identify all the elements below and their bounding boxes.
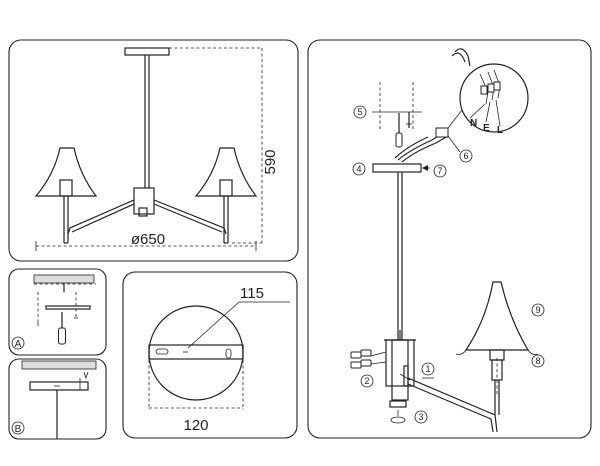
callout-1 — [421, 362, 435, 376]
left-shade — [34, 147, 98, 197]
central-hub — [133, 187, 155, 215]
magnifier-circle — [459, 63, 529, 133]
screw-set — [350, 349, 387, 369]
wire-bundle — [397, 131, 446, 161]
svg-text:8: 8 — [535, 356, 540, 366]
height-label: 590 — [262, 149, 279, 174]
wire-l-label: L — [497, 125, 503, 136]
lamp-arm — [407, 377, 498, 433]
overview-frame — [8, 39, 299, 262]
end-cap — [389, 400, 407, 408]
svg-text:4: 4 — [356, 164, 361, 174]
callout-6 — [459, 149, 473, 163]
step-b-badge — [11, 421, 25, 435]
bracket-slot-left — [155, 348, 169, 355]
callout-5 — [353, 105, 367, 119]
mounting-plate — [45, 305, 91, 310]
assembly-frame — [307, 39, 592, 439]
hub-body — [391, 339, 409, 401]
canopy — [124, 47, 170, 56]
arrow-icon — [83, 371, 89, 380]
mount-step-a-panel: A — [8, 268, 107, 356]
ceiling — [33, 274, 95, 284]
wire-e-label: E — [483, 123, 490, 134]
step-a-badge — [11, 336, 25, 350]
plate-detail-frame — [122, 271, 298, 439]
svg-text:3: 3 — [418, 412, 423, 422]
plate-top-label: 115 — [240, 285, 264, 302]
screwdriver-icon — [395, 122, 403, 148]
plate-detail-panel: 115 120 — [122, 271, 298, 439]
svg-text:6: 6 — [463, 151, 468, 161]
callout-3 — [414, 410, 428, 424]
wiring-detail: N E L — [447, 48, 529, 136]
arrow-icon — [422, 165, 428, 171]
canopy-plate — [148, 305, 244, 401]
terminal-block — [435, 127, 449, 138]
dimension-leader — [187, 301, 240, 349]
assembly-panel: 5 4 7 6 N — [307, 39, 592, 439]
callout-4 — [352, 162, 366, 176]
right-shade — [194, 147, 258, 197]
wire-n-label: N — [470, 118, 477, 129]
callout-2 — [360, 374, 374, 388]
diameter-label: ø650 — [131, 231, 165, 248]
canopy-4 — [372, 163, 422, 173]
svg-text:1: 1 — [425, 364, 430, 374]
mount-step-b-panel: B — [8, 358, 107, 440]
plate-bottom-label: 120 — [183, 417, 208, 434]
ceiling-b — [21, 360, 97, 370]
glass-shade — [464, 281, 530, 351]
callout-8 — [531, 354, 545, 368]
svg-text:2: 2 — [364, 376, 369, 386]
mounting-bracket — [148, 344, 244, 360]
lamp-assembly — [455, 281, 539, 415]
canopy-b — [29, 381, 89, 391]
bracket-slot-right — [225, 348, 232, 359]
screwdriver-icon — [58, 312, 66, 345]
hand-icon — [454, 48, 471, 67]
callout-7 — [433, 164, 447, 178]
left-lamp — [34, 147, 98, 244]
right-lamp — [194, 147, 258, 244]
svg-text:9: 9 — [535, 305, 540, 315]
overview-panel: 590 ø650 — [8, 39, 299, 262]
step-a-frame — [8, 268, 107, 356]
svg-text:5: 5 — [357, 107, 362, 117]
callout-9 — [531, 303, 545, 317]
step-a-label: A — [15, 339, 22, 350]
left-arm — [67, 199, 135, 235]
svg-text:7: 7 — [437, 166, 442, 176]
step-b-label: B — [15, 424, 22, 435]
